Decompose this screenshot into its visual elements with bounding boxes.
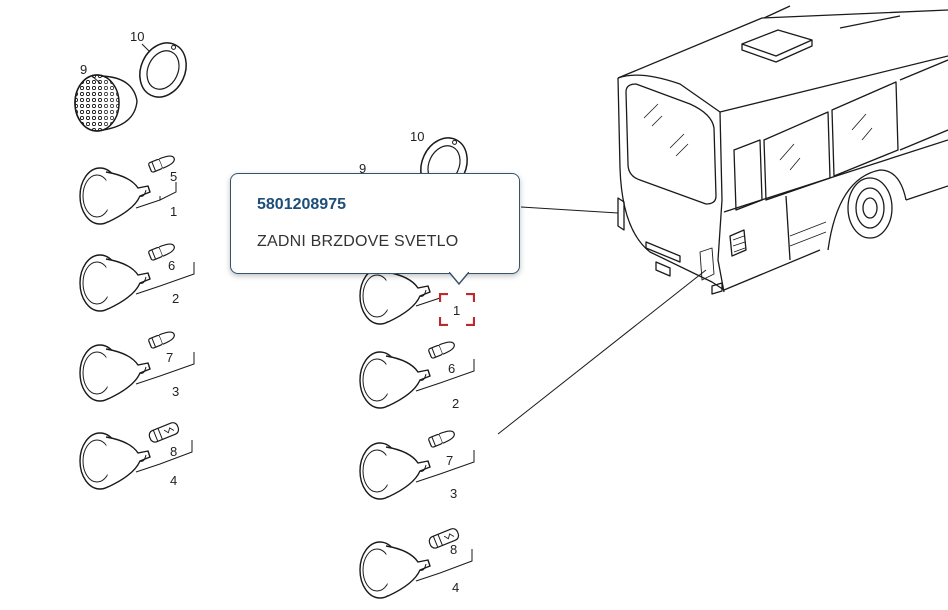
right-ring-label[interactable]: 10 (410, 129, 424, 144)
left-housing-label-4[interactable]: 4 (170, 473, 177, 488)
right-housing-label-3[interactable]: 3 (450, 486, 457, 501)
left-ring-label[interactable]: 10 (130, 29, 144, 44)
part-description: ZADNI BRZDOVE SVETLO (257, 233, 459, 250)
left-housing-label-2[interactable]: 2 (172, 291, 179, 306)
left-bulb-label-6[interactable]: 6 (168, 258, 175, 273)
left-ring-part[interactable] (130, 34, 196, 106)
left-lamp-row-2[interactable] (79, 241, 195, 312)
right-lamp-row-2[interactable] (359, 339, 475, 409)
right-bulb-label-7[interactable]: 7 (446, 453, 453, 468)
left-bulb-label-7[interactable]: 7 (166, 350, 173, 365)
left-reflector-label[interactable]: 9 (80, 62, 87, 77)
left-lamp-row-4[interactable] (79, 420, 193, 490)
bus-illustration (617, 5, 948, 295)
right-housing-label-1[interactable]: 1 (453, 303, 460, 318)
right-lamp-row-1[interactable] (359, 267, 441, 325)
tooltip-pointer-icon (449, 272, 469, 286)
left-bulb-label-5[interactable]: 5 (170, 169, 177, 184)
right-lamp-row-3[interactable] (359, 428, 475, 500)
leader-line-upper (520, 206, 619, 214)
left-lamp-row-3[interactable] (79, 329, 195, 402)
left-housing-label-1[interactable]: 1 (170, 204, 177, 219)
part-number[interactable]: 5801208975 (257, 196, 346, 213)
part-tooltip: 5801208975 ZADNI BRZDOVE SVETLO (230, 173, 520, 274)
right-bulb-label-8[interactable]: 8 (450, 542, 457, 557)
right-housing-label-2[interactable]: 2 (452, 396, 459, 411)
left-housing-label-3[interactable]: 3 (172, 384, 179, 399)
right-bulb-label-6[interactable]: 6 (448, 361, 455, 376)
right-lamp-row-4[interactable] (359, 526, 473, 599)
leader-line-lower (497, 269, 707, 435)
left-reflector-part[interactable] (74, 74, 138, 132)
left-bulb-label-8[interactable]: 8 (170, 444, 177, 459)
right-housing-label-4[interactable]: 4 (452, 580, 459, 595)
selected-part-marker[interactable] (439, 293, 475, 326)
right-reflector-label[interactable]: 9 (359, 161, 366, 176)
left-lamp-row-1[interactable] (79, 153, 177, 225)
